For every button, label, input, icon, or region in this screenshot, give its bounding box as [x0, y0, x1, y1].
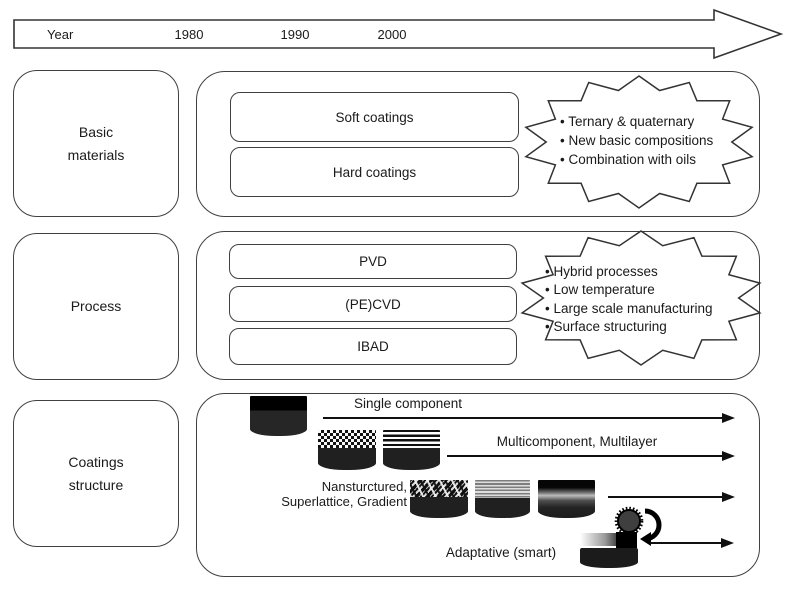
adaptive-base-block [580, 548, 638, 568]
arrowhead-icon [722, 451, 735, 461]
timeline-tick-1990: 1990 [280, 27, 310, 42]
adaptive-label: Adaptative (smart) [445, 545, 557, 560]
materials-starburst [524, 75, 754, 209]
nanostructured-label-line2: Superlattice, Gradient [281, 494, 407, 509]
soft-coatings-box: Soft coatings [230, 92, 519, 142]
arrow-shaft [447, 454, 722, 458]
single-component-label: Single component [353, 396, 463, 411]
hard-coatings-box: Hard coatings [230, 147, 519, 197]
ibad-box: IBAD [229, 328, 517, 365]
arrow-shaft [323, 416, 722, 420]
starburst-item: • Hybrid processes [545, 264, 658, 279]
starburst-item: • Large scale manufacturing [545, 300, 713, 316]
arrowhead-icon [721, 538, 734, 548]
timeline-tick-2000: 2000 [377, 27, 407, 42]
nano-texture [410, 480, 468, 498]
superlattice-sample-icon [475, 480, 530, 518]
adaptive-block [616, 532, 637, 548]
arrowhead-icon [722, 492, 735, 502]
multilayer-sample-icon [383, 430, 440, 470]
multicomponent-label: Multicomponent, Multilayer [496, 434, 658, 449]
pvd-box: PVD [229, 244, 517, 279]
arrow-shaft [608, 495, 722, 499]
pecvd-label: (PE)CVD [345, 296, 401, 312]
timeline-arrow [13, 8, 784, 60]
pvd-label: PVD [359, 254, 387, 269]
arrow-shaft [650, 541, 721, 545]
lattice-texture [475, 480, 530, 499]
stripe-texture [383, 430, 440, 448]
hard-coatings-label: Hard coatings [332, 164, 417, 180]
coatings-structure-box: Coatings structure [13, 400, 179, 547]
timeline-year-label: Year [47, 27, 74, 42]
process-box: Process [13, 233, 179, 380]
nanostructured-label-line1: Nansturctured, [321, 479, 407, 494]
process-starburst [520, 230, 762, 366]
multicomponent-arrow [447, 450, 735, 462]
basic-materials-box: Basic materials [13, 70, 179, 217]
ibad-label: IBAD [357, 339, 389, 354]
nanostructured-label: Nansturctured, Superlattice, Gradient [240, 479, 407, 509]
starburst-item: • Ternary & quaternary [560, 114, 695, 129]
single-component-sample-icon [250, 396, 307, 436]
roller-gear-icon [614, 506, 644, 536]
single-component-arrow [323, 412, 735, 424]
soft-coatings-label: Soft coatings [335, 109, 414, 125]
basic-materials-label-line2: materials [67, 146, 125, 163]
starburst-item: • New basic compositions [560, 133, 714, 148]
starburst-item: • Low temperature [545, 282, 655, 298]
nanostructured-sample-icon [410, 480, 468, 518]
rotation-arrow-icon [640, 508, 662, 546]
pecvd-box: (PE)CVD [229, 286, 517, 322]
basic-materials-label-line1: Basic [78, 123, 114, 140]
nanostructured-arrow [608, 491, 735, 503]
process-label: Process [70, 298, 122, 314]
process-starburst-text: • Hybrid processes • Low temperature • L… [545, 263, 713, 336]
coatings-structure-label-line2: structure [68, 476, 124, 493]
checker-texture [318, 430, 376, 448]
timeline-tick-1980: 1980 [174, 27, 204, 42]
materials-starburst-text: • Ternary & quaternary • New basic compo… [560, 112, 713, 169]
arrowhead-icon [722, 413, 735, 423]
gradient-sample-icon [538, 480, 595, 518]
multicomponent-sample-icon [318, 430, 376, 470]
starburst-item: • Combination with oils [560, 152, 697, 167]
starburst-item: • Surface structuring [545, 318, 667, 334]
coatings-structure-label-line1: Coatings [68, 453, 124, 470]
adaptive-arrow [650, 537, 734, 549]
